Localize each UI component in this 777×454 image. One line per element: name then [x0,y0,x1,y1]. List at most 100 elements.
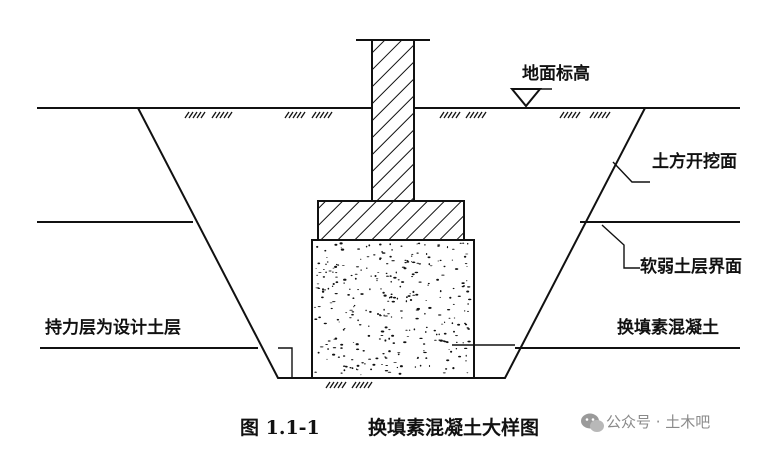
concrete-speck [446,246,449,249]
concrete-speck [351,311,355,313]
concrete-speck [403,341,407,344]
concrete-speck [466,327,469,329]
concrete-speck [380,288,382,290]
concrete-speck [391,249,393,251]
watermark-text: 公众号 · 土木吧 [606,413,710,431]
concrete-speck [461,285,465,288]
concrete-speck [466,266,468,267]
concrete-speck [365,309,367,312]
ground-hatch-stroke [363,381,369,389]
ground-hatch-stroke [223,111,229,119]
concrete-speck [316,283,320,285]
concrete-speck [375,357,379,360]
concrete-speck [397,353,400,356]
concrete-speck [361,362,364,364]
concrete-speck [334,265,338,268]
ground-hatch-stroke [188,111,194,119]
concrete-speck [360,269,362,271]
concrete-speck [414,271,419,274]
concrete-speck [439,290,442,293]
concrete-speck [439,259,442,262]
concrete-speck [415,317,419,320]
ground-hatch-stroke [477,111,483,119]
concrete-speck [345,312,348,314]
concrete-speck [457,323,461,326]
concrete-speck [389,255,392,258]
concrete-speck [418,281,422,283]
concrete-speck [382,353,385,355]
concrete-speck [464,310,466,312]
concrete-speck [424,244,426,246]
concrete-speck [380,335,384,336]
concrete-speck [337,264,340,266]
ground-hatch-stroke [465,111,471,119]
concrete-speck [411,253,414,255]
concrete-speck [453,317,456,319]
concrete-speck [409,293,411,295]
concrete-speck [314,371,317,373]
concrete-speck [391,260,395,262]
concrete-speck [436,278,439,281]
ground-hatch-stroke [355,381,361,389]
concrete-speck [355,266,360,268]
ground-hatch-stroke [341,381,347,389]
concrete-speck [351,367,354,370]
concrete-speck [446,359,450,362]
concrete-speck [349,288,351,290]
label-bearing-layer: 持力层为设计土层 [45,317,181,338]
concrete-speck [317,351,320,354]
concrete-speck [382,291,385,294]
concrete-speck [335,272,338,274]
concrete-speck [326,257,328,258]
concrete-speck [374,275,377,277]
concrete-speck [349,317,352,319]
concrete-speck [455,335,458,337]
concrete-speck [450,350,453,353]
concrete-speck [467,303,469,305]
concrete-speck [392,296,397,299]
ground-hatch-stroke [481,111,487,119]
concrete-speck [375,278,379,280]
concrete-speck [413,328,416,331]
label-ground-elevation: 地面标高 [522,63,590,84]
ground-hatch-stroke [337,381,343,389]
ground-hatch-stroke [359,381,365,389]
concrete-speck [354,273,358,275]
ground-hatch-stroke [315,111,321,119]
concrete-speck [369,310,372,313]
ground-hatch-stroke [192,111,198,119]
ground-hatch-stroke [443,111,449,119]
concrete-speck [317,287,319,289]
concrete-speck [369,288,371,291]
concrete-speck [365,245,368,248]
ground-hatch-stroke [567,111,573,119]
concrete-speck [389,275,392,277]
concrete-speck [351,313,354,316]
ground-hatch-stroke [219,111,225,119]
wechat-icon [581,413,604,432]
concrete-speck [357,319,359,322]
ground-hatch-stroke [605,111,611,119]
concrete-speck [367,334,371,337]
footing-base [317,200,465,241]
ground-hatch-stroke [196,111,202,119]
concrete-speck [425,300,428,301]
concrete-speck [428,306,432,309]
concrete-speck [384,356,387,358]
concrete-speck [349,367,352,369]
ground-hatch-stroke [563,111,569,119]
concrete-speck [462,342,464,344]
concrete-speck [341,265,345,266]
concrete-speck [403,267,407,270]
concrete-speck [400,245,403,247]
concrete-speck [317,262,321,265]
concrete-speck [452,287,455,290]
concrete-speck [419,364,422,367]
concrete-speck [454,268,459,270]
concrete-speck [391,334,395,337]
concrete-speck [418,263,422,265]
concrete-speck [451,259,454,261]
ground-hatch-stroke [325,381,331,389]
ground-hatch-stroke [351,381,357,389]
concrete-speck [380,330,385,333]
